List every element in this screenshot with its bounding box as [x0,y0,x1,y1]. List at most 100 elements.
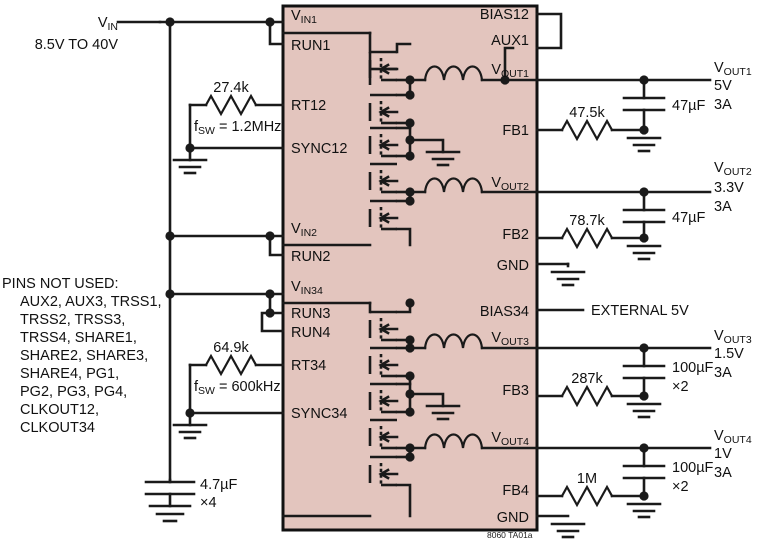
pin-rt12: RT12 [291,98,326,114]
vout1-current: 3A [714,97,732,113]
ch4-sw-dot-b [405,452,415,462]
ic-right-pin-labels: BIAS12 AUX1 VOUT1 FB1 VOUT2 FB2 GND BIAS… [480,7,529,526]
pin-sync34: SYNC34 [291,406,347,422]
pins-not-used-line-6: CLKOUT12, [20,402,99,418]
power-stage-ch3 [368,298,415,378]
fb1-resistor-value: 47.5k [569,105,605,121]
vin-label: VIN [98,15,118,33]
rt12-resistor-value: 27.4k [213,80,249,96]
ch3-ls-arrow [378,359,399,371]
pin-aux1: AUX1 [491,33,529,49]
pins-not-used-line-1: TRSS2, TRSS3, [20,312,125,328]
pin-vout2: VOUT2 [491,175,529,193]
resistor-fb4 [560,484,614,508]
power-stage-ch4 [368,371,461,518]
vout1-label: VOUT1 [714,60,752,78]
vout1-voltage: 5V [714,78,732,94]
cap-in-value: 4.7µF [200,477,238,493]
pin-gnd12: GND [497,258,529,274]
wire-pgnd12 [408,138,445,154]
ch2-bot-tie [395,227,412,247]
pins-not-used-line-5: PG2, PG3, PG4, [20,384,127,400]
ch2-ls-arrow [378,175,399,187]
resistor-fb3 [560,384,614,408]
cap4-value: 100µF [672,460,714,476]
pin-fb4: FB4 [502,483,529,499]
resistor-rt34 [204,353,258,377]
junction-vin34 [165,289,175,299]
cap4-qty: ×2 [672,479,689,495]
inductor-3 [423,333,484,350]
pins-not-used-title: PINS NOT USED: [2,276,119,292]
wire-aux1-tap [503,46,515,82]
ch2-dot-c [405,151,415,161]
resistor-fb1 [560,118,614,142]
fsw12-label: fSW = 1.2MHz [194,119,281,137]
ch4-dot-a [405,371,415,381]
vout4-voltage: 1V [714,446,732,462]
junction-run34a [265,289,275,299]
vout3-current: 3A [714,365,732,381]
resistor-fb2 [560,226,614,250]
pin-rt34: RT34 [291,358,326,374]
resistor-rt12 [204,93,258,117]
cap3-value: 100µF [672,360,714,376]
pin-gnd34: GND [497,510,529,526]
pins-not-used-line-2: TRSS4, SHARE1, [20,330,137,346]
ch4-bot-tie [395,483,412,518]
ch3-hs-arrow [378,323,399,335]
pins-not-used-line-4: SHARE4, PG1, [20,366,119,382]
vout2-current: 3A [714,199,732,215]
ch2-sw-dot-b [405,196,415,206]
cap2-value: 47µF [672,210,705,226]
junction-run2 [265,231,275,241]
vout2-voltage: 3.3V [714,180,744,196]
power-stage-ch1 [368,31,415,125]
pin-run4: RUN4 [291,325,330,341]
fb2-resistor-value: 78.7k [569,213,605,229]
pins-not-used-block: PINS NOT USED: AUX2, AUX3, TRSS1, TRSS2,… [2,276,162,436]
ch1-hs-arrow [378,63,399,75]
vout2-label: VOUT2 [714,160,752,178]
ch2-dot-a [405,118,415,128]
pin-run1: RUN1 [291,38,330,54]
output-stage-3: 287k 100µF ×2 VOUT3 1.5V 3A [535,328,752,419]
inductor-4 [423,433,484,450]
fsw34-label: fSW = 600kHz [194,379,281,397]
inductor-2 [423,177,484,194]
vout4-label: VOUT4 [714,428,752,446]
pin-fb3: FB3 [502,383,529,399]
cap-in-qty: ×4 [200,495,217,511]
pins-not-used-line-3: SHARE2, SHARE3, [20,348,148,364]
pin-run3: RUN3 [291,306,330,322]
pin-bias12: BIAS12 [480,7,529,23]
junction-vin-top [165,17,175,27]
vout4-current: 3A [714,465,732,481]
pin-fb2: FB2 [502,227,529,243]
ch2-ls2-arrow [378,212,399,224]
output-stage-4: 1M 100µF ×2 VOUT4 1V 3A [535,428,752,519]
junction-run1 [265,17,275,27]
bias34-note: EXTERNAL 5V [591,303,689,319]
wire-run2 [268,234,285,257]
ch2-hs-arrow [378,139,399,151]
wire-pgnd34 [408,392,445,408]
pins-not-used-line-0: AUX2, AUX3, TRSS1, [20,294,162,310]
pin-vout1: VOUT1 [491,62,529,80]
junction-vin2 [165,231,175,241]
ch1-ls-arrow [378,106,399,118]
output-stage-1: 47.5k 47µF VOUT1 5V 3A [535,60,752,153]
ch4-ls-arrow [378,431,399,443]
ch1-sw-dot-b [405,90,415,100]
pin-run2: RUN2 [291,249,330,265]
pin-fb1: FB1 [502,123,529,139]
fb3-resistor-value: 287k [571,371,603,387]
pin-vin2: VIN2 [291,221,317,239]
fb4-resistor-value: 1M [577,471,597,487]
vout3-label: VOUT3 [714,328,752,346]
junction-run34b [265,308,275,318]
vout3-voltage: 1.5V [714,346,744,362]
ch3-top-dot [405,298,415,308]
pins-not-used-line-7: CLKOUT34 [20,420,95,436]
